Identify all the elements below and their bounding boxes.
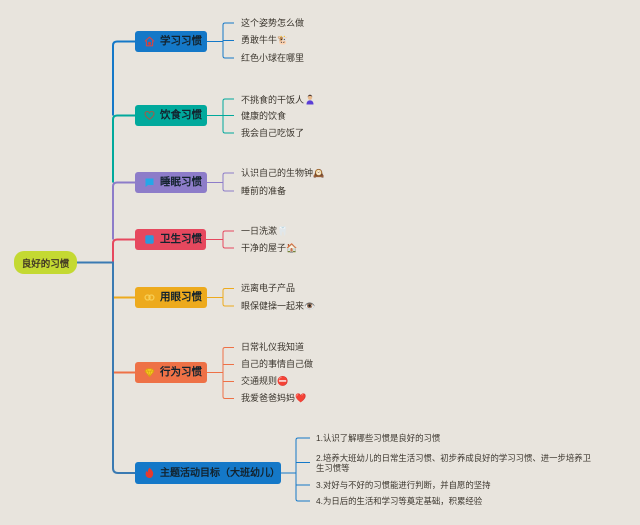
- goal-item[interactable]: 2.培养大班幼儿的日常生活习惯、初步养成良好的学习习惯、进一步培养卫生习惯等: [316, 453, 591, 473]
- subtopic[interactable]: 日常礼仪我知道: [241, 342, 305, 352]
- topic-eye-habits[interactable]: 用眼习惯: [135, 287, 207, 308]
- subtopic[interactable]: 眼保健操一起来👁️: [241, 300, 316, 311]
- subtopic[interactable]: 健康的饮食: [241, 110, 287, 121]
- blue-square-icon: [144, 234, 155, 245]
- subtopic[interactable]: 远离电子产品: [241, 283, 296, 293]
- person-icon: [306, 94, 314, 104]
- root-topic-label: 良好的习惯: [21, 258, 70, 270]
- pale-rings-icon: [144, 292, 155, 303]
- subtopic[interactable]: 自己的事情自己做: [241, 359, 314, 369]
- topic-label: 学习习惯: [160, 35, 202, 47]
- subtopic[interactable]: 这个姿势怎么做: [241, 17, 305, 28]
- child-lines-7: [281, 437, 310, 502]
- trunk-line: [77, 261, 135, 474]
- goal-item[interactable]: 3.对好与不好的习惯能进行判断，并自愿的坚持: [316, 480, 491, 490]
- topic-label: 行为习惯: [160, 366, 202, 378]
- root-topic[interactable]: 良好的习惯: [14, 251, 77, 274]
- subtopic[interactable]: 我爱爸爸妈妈❤️: [241, 393, 307, 403]
- branch-line-4: [112, 238, 135, 262]
- topic-label: 主题活动目标（大班幼儿）: [160, 467, 280, 479]
- heart-outline-icon: [144, 110, 155, 121]
- subtopic-label: 不挑食的干饭人: [241, 94, 305, 105]
- subtopic[interactable]: 勇敢牛牛🐮: [241, 35, 289, 45]
- topic-label: 饮食习惯: [160, 109, 202, 121]
- gem-icon: [144, 367, 155, 378]
- goal-item[interactable]: 1.认识了解哪些习惯是良好的习惯: [316, 433, 441, 443]
- child-lines-1: [207, 22, 234, 59]
- subtopic[interactable]: 红色小球在哪里: [241, 52, 305, 63]
- child-lines-3: [207, 172, 234, 192]
- topic-theme-activity-goals[interactable]: 主题活动目标（大班幼儿）: [135, 462, 281, 484]
- subtopic[interactable]: 睡前的准备: [241, 185, 287, 196]
- house-icon: [144, 36, 155, 47]
- subtopic[interactable]: 不挑食的干饭人: [241, 94, 315, 106]
- branch-line-3: [112, 181, 135, 240]
- branch-line-2: [112, 114, 135, 183]
- topic-behavior-habits[interactable]: 行为习惯: [135, 362, 207, 383]
- topic-eating-habits[interactable]: 饮食习惯: [135, 105, 207, 126]
- topic-hygiene-habits[interactable]: 卫生习惯: [135, 229, 206, 250]
- flame-icon: [144, 467, 155, 479]
- blue-flag-icon: [144, 177, 155, 188]
- child-lines-4: [206, 230, 234, 249]
- subtopic[interactable]: 交通规则⛔: [241, 376, 289, 386]
- topic-sleep-habits[interactable]: 睡眠习惯: [135, 172, 207, 193]
- subtopic[interactable]: 干净的屋子🏠: [241, 242, 298, 253]
- subtopic[interactable]: 一日洗漱🦷: [241, 225, 289, 236]
- topic-label: 睡眠习惯: [160, 176, 202, 188]
- goal-item[interactable]: 4.为日后的生活和学习等奠定基础，积累经验: [316, 496, 483, 506]
- topic-label: 卫生习惯: [160, 233, 202, 245]
- child-lines-5: [207, 288, 234, 307]
- child-lines-2: [207, 98, 234, 134]
- child-lines-6: [207, 347, 234, 399]
- topic-label: 用眼习惯: [160, 291, 202, 303]
- subtopic[interactable]: 我会自己吃饭了: [241, 127, 305, 138]
- topic-study-habits[interactable]: 学习习惯: [135, 31, 207, 52]
- subtopic[interactable]: 认识自己的生物钟🕰️: [241, 167, 325, 178]
- branch-line-1: [112, 40, 135, 116]
